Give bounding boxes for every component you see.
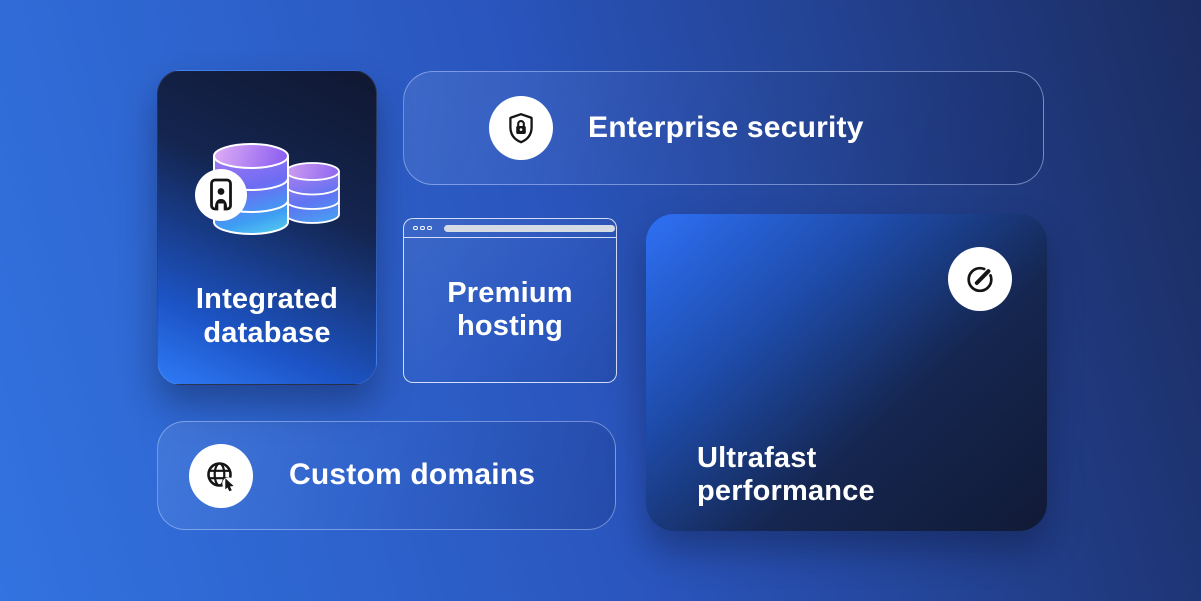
card-ultrafast-performance: Ultrafast performance [646, 214, 1047, 531]
card-enterprise-security: Enterprise security [403, 71, 1044, 185]
browser-chrome [404, 219, 616, 238]
card-title: Premium hosting [447, 276, 573, 342]
browser-dot [413, 225, 418, 231]
card-title: Integrated database [195, 283, 339, 349]
browser-address-bar [443, 224, 615, 232]
speedometer-icon [948, 247, 1012, 311]
card-custom-domains: Custom domains [157, 421, 616, 530]
card-title: Enterprise security [588, 110, 864, 144]
database-illustration [195, 143, 340, 235]
card-premium-hosting: Premium hosting [403, 218, 617, 383]
globe-cursor-icon [189, 443, 253, 508]
contact-badge-icon [195, 169, 247, 221]
card-title: Ultrafast performance [697, 442, 875, 508]
shield-lock-icon [489, 96, 553, 160]
database-cylinder-small [285, 162, 340, 224]
card-title: Custom domains [289, 458, 536, 492]
browser-dot [427, 225, 432, 231]
browser-dot [420, 225, 425, 231]
card-integrated-database: Integrated database [157, 70, 377, 385]
